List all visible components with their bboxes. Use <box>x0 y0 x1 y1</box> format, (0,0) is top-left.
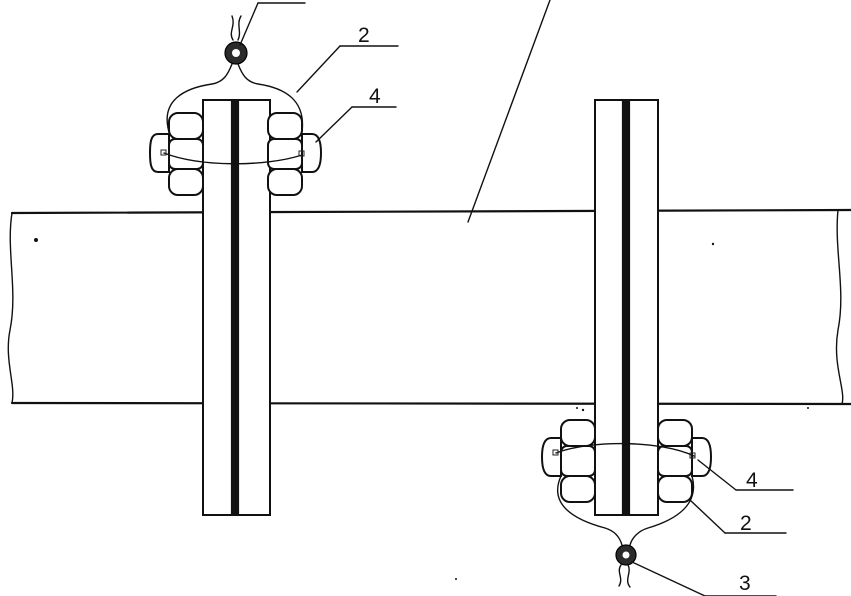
right-flange <box>594 98 659 517</box>
label-wire-bottom: 2 <box>740 512 752 535</box>
pipe <box>7 208 851 406</box>
top-bolt-assembly <box>148 112 323 196</box>
bottom-lead-seal <box>615 544 637 566</box>
bottom-seal-wire <box>557 475 695 588</box>
left-flange <box>202 98 271 517</box>
top-lead-seal <box>224 41 248 65</box>
leader-lines <box>239 0 794 596</box>
label-wire-top: 2 <box>358 24 370 47</box>
label-seal-bottom: 3 <box>739 572 751 595</box>
top-seal-wire <box>166 15 304 133</box>
label-bolt-bottom: 4 <box>746 469 758 492</box>
label-bolt-top: 4 <box>369 85 381 108</box>
scan-speckles <box>455 242 809 580</box>
bottom-bolt-assembly <box>540 419 713 503</box>
